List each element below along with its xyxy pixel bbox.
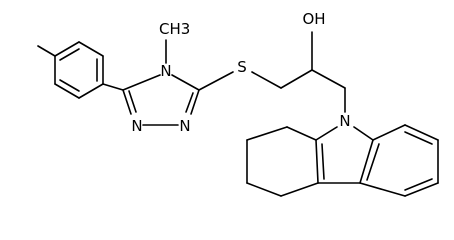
bonds	[37, 31, 439, 197]
hydroxyl-label: OH	[302, 10, 325, 28]
n4-label: N	[160, 62, 171, 80]
bond	[366, 143, 380, 181]
methyl-label: CH3	[159, 20, 190, 38]
sulfur-label: S	[237, 58, 247, 76]
atom-labels: CH3 N N N S OH N	[131, 10, 350, 135]
bond	[59, 79, 80, 92]
bond	[404, 131, 433, 145]
bond	[359, 139, 374, 184]
bond	[37, 45, 56, 57]
bond	[353, 126, 374, 141]
bond	[404, 182, 439, 197]
bond	[54, 41, 80, 57]
bond	[128, 90, 137, 113]
bond	[404, 178, 433, 191]
n1-label: N	[131, 117, 142, 135]
bond	[78, 41, 104, 57]
bond	[286, 126, 317, 141]
bond	[78, 83, 104, 99]
bond	[59, 48, 80, 61]
bond	[372, 124, 406, 141]
bond	[315, 126, 338, 141]
n2-label: N	[179, 117, 190, 135]
bond	[246, 126, 288, 141]
bond	[102, 83, 124, 91]
bond	[359, 182, 406, 197]
bond	[122, 89, 132, 115]
carbazole-n-label: N	[339, 112, 350, 130]
molecule-structure: CH3 N N N S OH N	[37, 10, 439, 197]
bond	[54, 83, 80, 99]
bond	[198, 71, 234, 91]
bond	[171, 74, 200, 91]
bond	[315, 139, 319, 184]
bond	[246, 182, 282, 197]
bond	[280, 182, 319, 197]
bond	[280, 69, 313, 89]
bond	[251, 71, 282, 89]
bond	[404, 124, 439, 141]
bond	[311, 69, 346, 89]
bond	[321, 143, 325, 180]
bond	[122, 74, 161, 91]
bond	[185, 92, 194, 113]
bond	[190, 89, 200, 115]
